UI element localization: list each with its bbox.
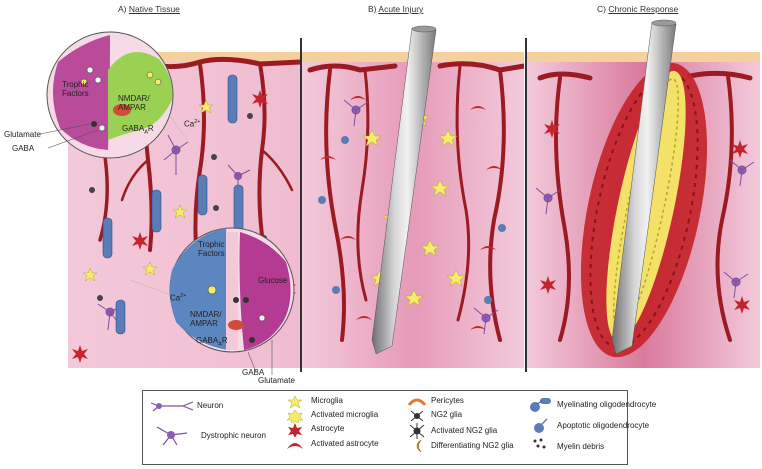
activated-microglia-icon [287, 409, 303, 423]
legend-microglia: Microglia [311, 396, 344, 405]
legend-activated-microglia: Activated microglia [311, 410, 379, 419]
calcium-text: Ca [170, 293, 181, 303]
gaba-subscript: A [218, 341, 222, 348]
synapse-inset-bottom [129, 227, 295, 375]
inset-label-trophic-bottom: Trophic Factors [198, 240, 225, 258]
panel-c-tissue [527, 19, 760, 368]
panel-title-native-tissue: A) Native Tissue [118, 4, 180, 14]
gaba-suffix: R [147, 124, 154, 133]
electrode-probe [371, 25, 437, 355]
ng2-glia-icon [410, 410, 424, 422]
legend-apoptotic-oligodendrocyte: Apoptotic oligodendrocyte [557, 421, 650, 430]
legend-differentiating-ng2-glia: Differentiating NG2 glia [431, 441, 514, 450]
inset-label-calcium-top: Ca2+ [184, 118, 201, 129]
panel-prefix: A) [118, 4, 129, 14]
gaba-subscript: A [144, 129, 148, 136]
panel-prefix: B) [368, 4, 379, 14]
tissue-surface [68, 52, 300, 62]
dystrophic-neuron-icon [156, 426, 188, 446]
activated-astrocyte-cells [320, 96, 502, 330]
astrocyte-cells [540, 120, 750, 314]
panel-name: Native Tissue [128, 4, 180, 14]
apoptotic-oligodendrocyte-icon [534, 418, 548, 433]
panel-name: Acute Injury [378, 4, 424, 14]
tissue-surface [527, 52, 760, 62]
inset-label-gabaar-bottom: GABAAR [196, 336, 228, 350]
activated-ng2-glia-icon [409, 423, 425, 439]
inset-label-gabaar-top: GABAAR [122, 124, 154, 138]
inset-label-glutamate-top: Glutamate [4, 130, 41, 139]
inset-label-gaba-top: GABA [12, 144, 35, 153]
gaba-suffix: R [221, 336, 228, 345]
neuron-cells [97, 134, 251, 331]
legend-astrocyte: Astrocyte [311, 424, 345, 433]
legend: Neuron Dystrophic neuron Microglia Activ… [142, 390, 656, 465]
microglia-cells [82, 99, 214, 282]
inset-label-nmdar-top: NMDAR/ AMPAR [118, 94, 150, 112]
legend-activated-ng2-glia: Activated NG2 glia [431, 426, 498, 435]
synapse-inset-top [39, 31, 189, 159]
inset-label-trophic-top: Trophic Factors [62, 80, 89, 98]
myelinating-oligodendrocytes [102, 74, 244, 335]
electrode-probe [611, 19, 677, 355]
microglia-icon [287, 395, 303, 409]
pericyte-icon [407, 398, 427, 406]
inset-label-glutamate-bottom: Glutamate [258, 376, 295, 385]
calcium-superscript: 2+ [194, 119, 201, 125]
legend-myelin-debris: Myelin debris [557, 442, 605, 451]
gaba-text: GABA [196, 336, 219, 345]
apoptotic-oligodendrocyte-cells [318, 136, 506, 304]
legend-neuron: Neuron [197, 401, 224, 410]
inset-label-nmdar-bottom: NMDAR/ AMPAR [190, 310, 222, 328]
inset-label-gaba-bottom: GABA [242, 368, 265, 377]
legend-activated-astrocyte: Activated astrocyte [311, 439, 379, 448]
neuron-icon [150, 401, 194, 412]
panel-title-chronic-response: C) Chronic Response [597, 4, 678, 14]
inset-label-glucose: Glucose [258, 276, 288, 285]
calcium-text: Ca [184, 119, 195, 129]
neuron-cells [535, 159, 755, 299]
calcium-superscript: 2+ [180, 293, 187, 299]
myelinating-oligodendrocyte-icon [530, 398, 551, 412]
panel-title-acute-injury: B) Acute Injury [368, 4, 423, 14]
legend-dystrophic-neuron: Dystrophic neuron [201, 431, 266, 440]
panel-name: Chronic Response [608, 4, 679, 14]
ng2-glia-cells [89, 113, 267, 301]
activated-microglia-cells [362, 109, 466, 307]
legend-myelinating-oligodendrocyte: Myelinating oligodendrocyte [557, 400, 657, 409]
astrocyte-icon [288, 423, 302, 437]
panel-b-tissue [302, 25, 524, 368]
inset-label-calcium-bottom: Ca2+ [170, 292, 187, 303]
differentiating-ng2-glia-icon [416, 439, 422, 453]
blood-vessels [537, 70, 753, 342]
activated-astrocyte-icon [287, 443, 303, 449]
blood-vessels [307, 61, 524, 342]
neuron-cells [343, 99, 499, 335]
myelin-debris-icon [533, 438, 546, 449]
receptor-icon [113, 104, 131, 116]
legend-pericytes: Pericytes [431, 396, 464, 405]
gaba-text: GABA [122, 124, 145, 133]
panel-prefix: C) [597, 4, 609, 14]
legend-ng2-glia: NG2 glia [431, 410, 463, 419]
